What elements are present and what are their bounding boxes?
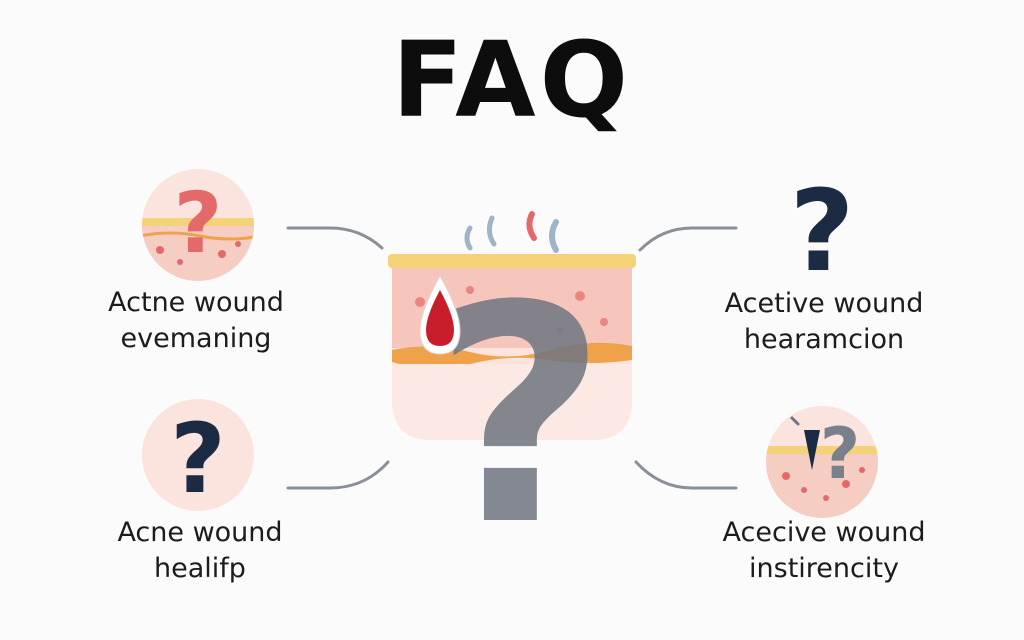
faq-item-1[interactable]: Actne wound evemaning	[66, 285, 326, 357]
connector-bottom-right	[634, 460, 738, 490]
svg-text:?: ?	[170, 403, 226, 515]
skin-blemish-question-icon: ?	[766, 406, 878, 518]
faq-item-2-line2: healifp	[154, 553, 246, 584]
faq-item-3[interactable]: Acetive wound hearamcion	[694, 286, 954, 358]
faq-item-4-line2: instirencity	[749, 553, 899, 584]
faq-item-2[interactable]: Acne wound healifp	[70, 515, 330, 587]
question-mark-icon: ?	[790, 167, 855, 297]
svg-text:?: ?	[820, 413, 861, 495]
faq-item-4[interactable]: Acecive wound instirencity	[694, 515, 954, 587]
skin-question-icon: ?	[142, 169, 254, 281]
skin-wound-question-icon: ?	[388, 211, 636, 591]
faq-item-1-line2: evemaning	[120, 323, 272, 354]
connector-top-left	[286, 226, 384, 250]
connector-top-right	[638, 226, 738, 252]
connector-bottom-left	[286, 460, 390, 490]
faq-item-1-line1: Actne wound	[108, 287, 284, 318]
svg-text:?: ?	[790, 167, 855, 297]
faq-item-2-line1: Acne wound	[117, 517, 283, 548]
question-mark-icon: ?	[142, 399, 254, 515]
svg-text:?: ?	[433, 242, 607, 591]
svg-text:?: ?	[174, 174, 223, 272]
faq-item-3-line1: Acetive wound	[724, 288, 924, 319]
faq-item-4-line1: Acecive wound	[722, 517, 926, 548]
faq-title: FAQ	[391, 19, 632, 141]
faq-item-3-line2: hearamcion	[743, 324, 905, 355]
